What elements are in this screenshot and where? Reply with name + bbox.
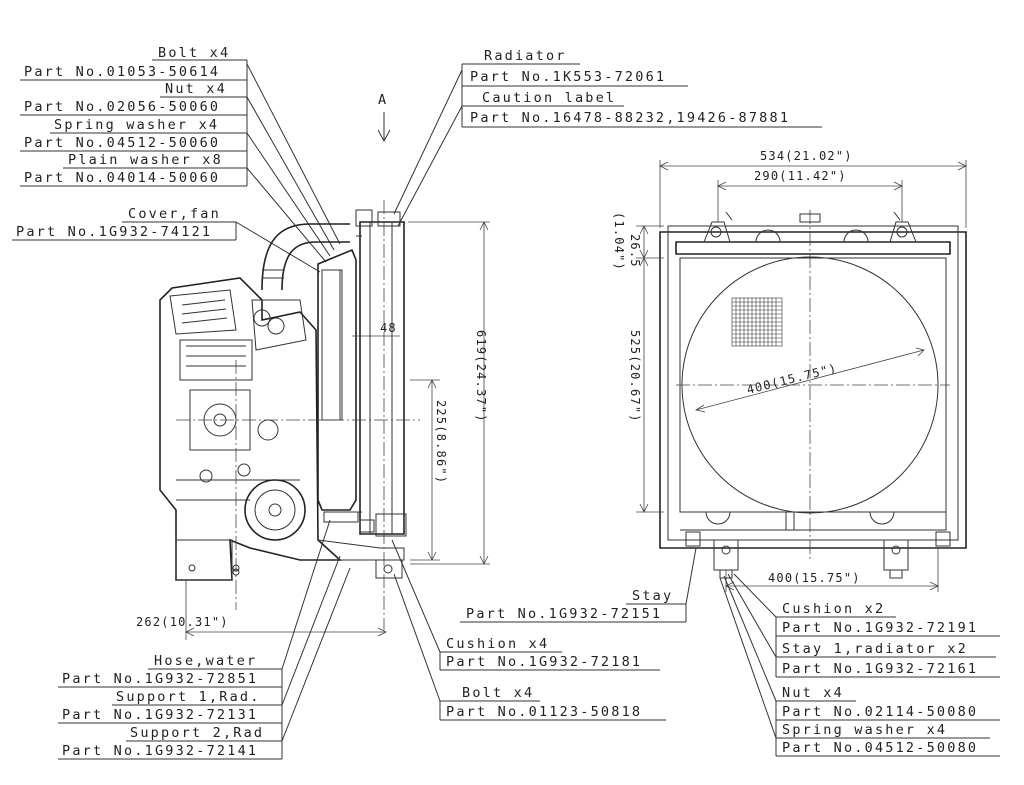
label-part-04512-bottom: Part No.04512-50080 (782, 740, 978, 756)
dim-gap-48: 48 (380, 321, 397, 335)
label-part-01053: Part No.01053-50614 (24, 64, 220, 80)
label-part-72191: Part No.1G932-72191 (782, 620, 978, 636)
view-arrow-a: A (377, 92, 391, 143)
dim-top-1-04: (1.04") (612, 212, 626, 271)
label-spring-washer-top: Spring washer x4 (54, 117, 219, 133)
label-part-72181: Part No.1G932-72181 (446, 654, 642, 670)
label-bolt-x4-top: Bolt x4 (158, 45, 230, 61)
dim-width-290: 290(11.42") (754, 169, 847, 183)
label-plain-washer: Plain washer x8 (68, 152, 223, 168)
front-view: 400(15.75") (659, 210, 967, 579)
label-support-2: Support 2,Rad (130, 725, 264, 741)
dim-core-525: 525(20.67") (628, 330, 642, 423)
label-spring-washer-bottom: Spring washer x4 (782, 722, 947, 738)
side-view-dimensions: 619(24.37") 225(8.86") 48 262(10.31") (136, 221, 490, 640)
label-nut-x4-top: Nut x4 (165, 81, 227, 97)
view-arrow-letter: A (378, 92, 388, 108)
label-part-72141: Part No.1G932-72141 (62, 743, 258, 759)
label-part-02114: Part No.02114-50080 (782, 704, 978, 720)
label-part-02056: Part No.02056-50060 (24, 99, 220, 115)
label-cushion-x4: Cushion x4 (446, 636, 549, 652)
label-hose-water: Hose,water (154, 653, 257, 669)
label-part-04014: Part No.04014-50060 (24, 170, 220, 186)
callout-group-bottom-right: Cushion x2 Part No.1G932-72191 Stay 1,ra… (719, 573, 1000, 757)
callout-group-radiator: Radiator Part No.1K553-72061 Caution lab… (393, 48, 822, 227)
label-nut-x4-bottom: Nut x4 (782, 685, 844, 701)
label-bolt-x4-bottom: Bolt x4 (462, 685, 534, 701)
label-part-04512-top: Part No.04512-50060 (24, 135, 220, 151)
label-part-72161: Part No.1G932-72161 (782, 661, 978, 677)
side-view (159, 200, 420, 630)
label-part-16478: Part No.16478-88232,19426-87881 (470, 110, 790, 126)
label-caution-label: Caution label (482, 90, 616, 106)
dim-height-225: 225(8.86") (434, 400, 448, 484)
label-part-1k553: Part No.1K553-72061 (470, 69, 666, 85)
label-part-72131: Part No.1G932-72131 (62, 707, 258, 723)
callout-group-bottom-left: Hose,water Part No.1G932-72851 Support 1… (58, 519, 351, 760)
dim-top-26-5: 26.5 (628, 234, 642, 268)
callout-group-top-left: Bolt x4 Part No.01053-50614 Nut x4 Part … (12, 45, 341, 273)
label-part-74121: Part No.1G932-74121 (16, 224, 212, 240)
core-mesh-pattern (731, 297, 783, 347)
label-part-72151: Part No.1G932-72151 (466, 606, 662, 622)
front-view-dimensions: 534(21.02") 290(11.42") (1.04") 26.5 525… (612, 149, 967, 592)
dim-bottom-400: 400(15.75") (768, 571, 861, 585)
label-cover-fan: Cover,fan (128, 206, 221, 222)
dim-depth-262: 262(10.31") (136, 615, 229, 629)
label-part-72851: Part No.1G932-72851 (62, 671, 258, 687)
label-support-1: Support 1,Rad. (116, 689, 261, 705)
dim-width-534: 534(21.02") (760, 149, 853, 163)
label-stay: Stay (632, 588, 673, 604)
dim-fan-400: 400(15.75") (745, 361, 838, 397)
label-cushion-x2: Cushion x2 (782, 601, 885, 617)
label-stay-radiator: Stay 1,radiator x2 (782, 641, 968, 657)
label-part-01123: Part No.01123-50818 (446, 704, 642, 720)
dim-height-619: 619(24.37") (474, 330, 488, 423)
callout-group-bottom-center: Cushion x4 Part No.1G932-72181 Bolt x4 P… (391, 539, 697, 721)
label-radiator: Radiator (484, 48, 567, 64)
